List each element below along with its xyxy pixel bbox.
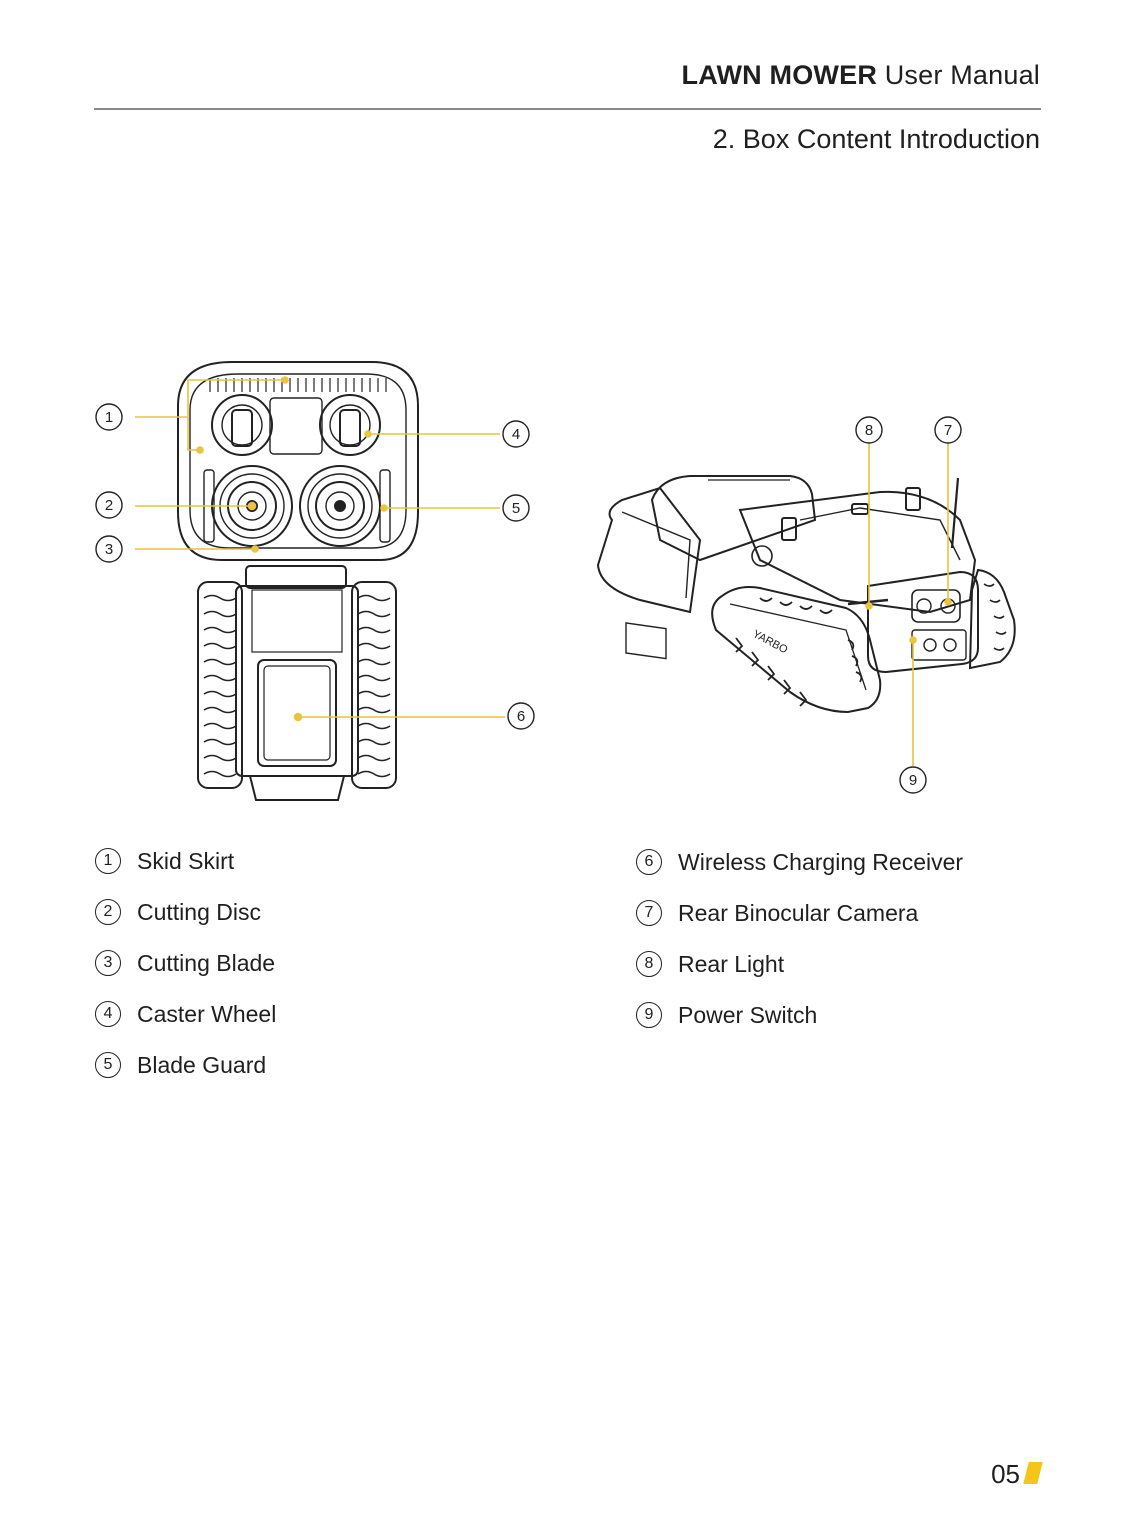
page-number: 05 xyxy=(991,1459,1020,1489)
svg-text:1: 1 xyxy=(105,409,113,426)
callout-2: 2 xyxy=(95,491,123,519)
callout-9: 9 xyxy=(899,766,927,794)
legend-number: 8 xyxy=(636,951,662,977)
legend-number: 6 xyxy=(636,849,662,875)
section-title: 2. Box Content Introduction xyxy=(712,124,1040,154)
header-brand: LAWN MOWER xyxy=(681,60,878,90)
svg-text:5: 5 xyxy=(512,500,520,517)
svg-text:4: 4 xyxy=(512,426,520,443)
legend-number: 2 xyxy=(95,899,121,925)
legend-item: 6 Wireless Charging Receiver xyxy=(636,848,963,876)
legend-number: 7 xyxy=(636,900,662,926)
legend-right: 6 Wireless Charging Receiver 7 Rear Bino… xyxy=(636,848,963,1052)
callout-5: 5 xyxy=(502,494,530,522)
callout-3: 3 xyxy=(95,535,123,563)
mower-bottom-view xyxy=(177,361,419,801)
header-subtitle: User Manual xyxy=(884,60,1040,90)
legend-label: Blade Guard xyxy=(137,1051,267,1078)
leader-lines-right xyxy=(865,443,952,766)
legend-label: Cutting Disc xyxy=(137,898,261,925)
legend-item: 9 Power Switch xyxy=(636,1001,963,1029)
legend-item: 3 Cutting Blade xyxy=(95,949,276,977)
legend-number: 4 xyxy=(95,1001,121,1027)
callout-6: 6 xyxy=(507,702,535,730)
yarbo-logo: YARBO xyxy=(751,628,790,657)
svg-text:9: 9 xyxy=(909,772,917,789)
header-divider xyxy=(94,108,1041,110)
legend-item: 5 Blade Guard xyxy=(95,1051,276,1079)
svg-text:8: 8 xyxy=(865,422,873,439)
legend-item: 7 Rear Binocular Camera xyxy=(636,899,963,927)
legend-left: 1 Skid Skirt 2 Cutting Disc 3 Cutting Bl… xyxy=(95,847,276,1102)
callout-8: 8 xyxy=(855,416,883,444)
legend-item: 8 Rear Light xyxy=(636,950,963,978)
mower-rear-view xyxy=(596,475,1016,714)
svg-text:7: 7 xyxy=(944,422,952,439)
callout-7: 7 xyxy=(934,416,962,444)
legend-item: 4 Caster Wheel xyxy=(95,1000,276,1028)
callout-1: 1 xyxy=(95,403,123,431)
legend-label: Skid Skirt xyxy=(137,847,235,874)
legend-label: Wireless Charging Receiver xyxy=(678,848,964,875)
legend-label: Cutting Blade xyxy=(137,949,276,976)
legend-number: 9 xyxy=(636,1002,662,1028)
callout-4: 4 xyxy=(502,420,530,448)
callout-markers: 1 2 3 4 5 6 7 8 9 xyxy=(95,403,962,794)
legend-label: Rear Light xyxy=(678,950,785,977)
leader-lines-left xyxy=(135,376,505,722)
page-header: LAWN MOWER User Manual xyxy=(682,60,1040,91)
legend-number: 3 xyxy=(95,950,121,976)
svg-text:6: 6 xyxy=(517,708,525,725)
svg-text:2: 2 xyxy=(105,497,113,514)
legend-item: 1 Skid Skirt xyxy=(95,847,276,875)
legend-item: 2 Cutting Disc xyxy=(95,898,276,926)
legend-label: Power Switch xyxy=(678,1001,818,1028)
legend-label: Rear Binocular Camera xyxy=(678,899,919,926)
legend-number: 5 xyxy=(95,1052,121,1078)
legend-label: Caster Wheel xyxy=(137,1000,277,1027)
svg-text:3: 3 xyxy=(105,541,113,558)
legend-number: 1 xyxy=(95,848,121,874)
